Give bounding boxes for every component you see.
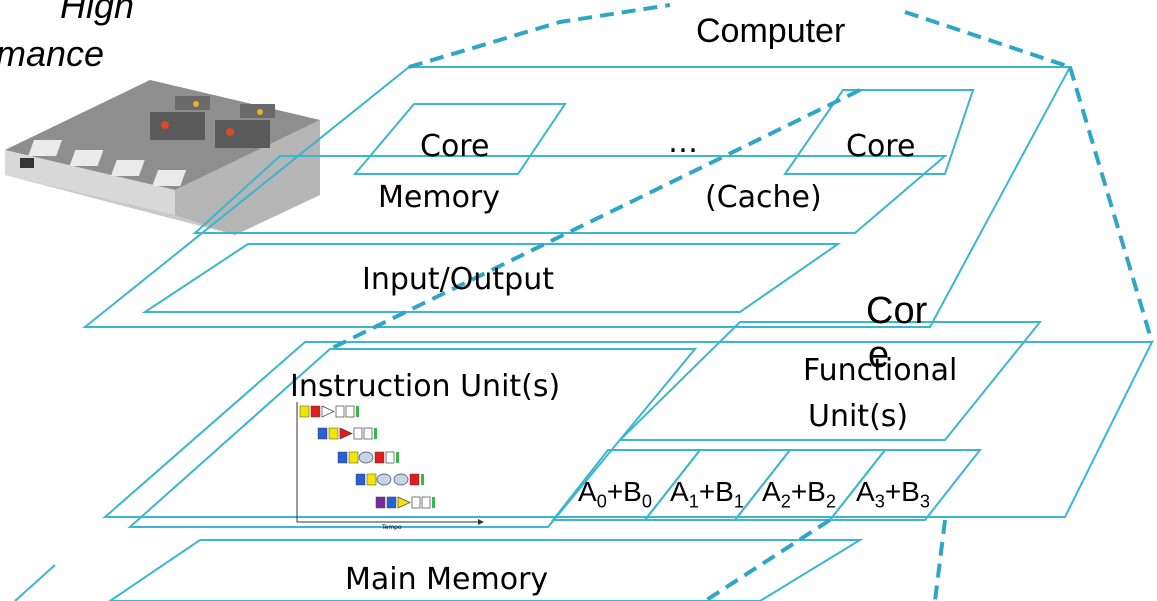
memory-box — [192, 155, 948, 234]
zoom-line-computer-right — [904, 10, 1071, 69]
main-memory-box — [108, 539, 864, 601]
pipeline-axis-label: Tempo — [382, 524, 402, 531]
core-section-label-bottom: e — [868, 334, 890, 376]
title-fragment-line1: High — [60, 0, 135, 26]
core-section-label-top: Cor — [866, 290, 928, 332]
zoom-line-computer — [408, 3, 671, 69]
functional-unit-label-line2: Unit(s) — [808, 399, 909, 434]
functional-unit-label-line1: Functional — [803, 353, 958, 388]
ellipsis-label: … — [668, 125, 698, 160]
title-fragment-line2: mance — [0, 33, 105, 74]
zoom-line-alu-left — [703, 518, 832, 601]
core-left-label: Core — [420, 129, 490, 164]
computer-label: Computer — [696, 12, 846, 50]
computer-box — [82, 66, 1072, 328]
alu-cell-3-label: A3+B3 — [856, 476, 930, 512]
functional-unit-box — [617, 321, 1043, 441]
cache-label: (Cache) — [705, 180, 822, 215]
io-box — [141, 243, 842, 313]
alu-cell-2-label: A2+B2 — [762, 476, 836, 512]
server-image — [5, 80, 320, 235]
pipeline-chart — [296, 402, 484, 525]
alu-cell-3 — [827, 449, 983, 521]
zoom-line-alu-right — [933, 519, 947, 601]
core-right-box — [783, 89, 975, 175]
core-right-label: Core — [846, 129, 916, 164]
instruction-unit-label: Instruction Unit(s) — [290, 369, 561, 404]
core-box — [102, 341, 1154, 518]
alu-cell-0-label: A0+B0 — [578, 476, 652, 512]
core-left-box — [352, 103, 567, 175]
zoom-line-core-left — [329, 88, 861, 351]
zoom-line-core-right — [1068, 66, 1154, 343]
alu-cell-1-label: A1+B1 — [670, 476, 744, 512]
main-memory-label: Main Memory — [345, 562, 549, 597]
instruction-unit-box — [127, 348, 698, 528]
memory-label: Memory — [378, 180, 501, 215]
io-label: Input/Output — [362, 262, 554, 297]
